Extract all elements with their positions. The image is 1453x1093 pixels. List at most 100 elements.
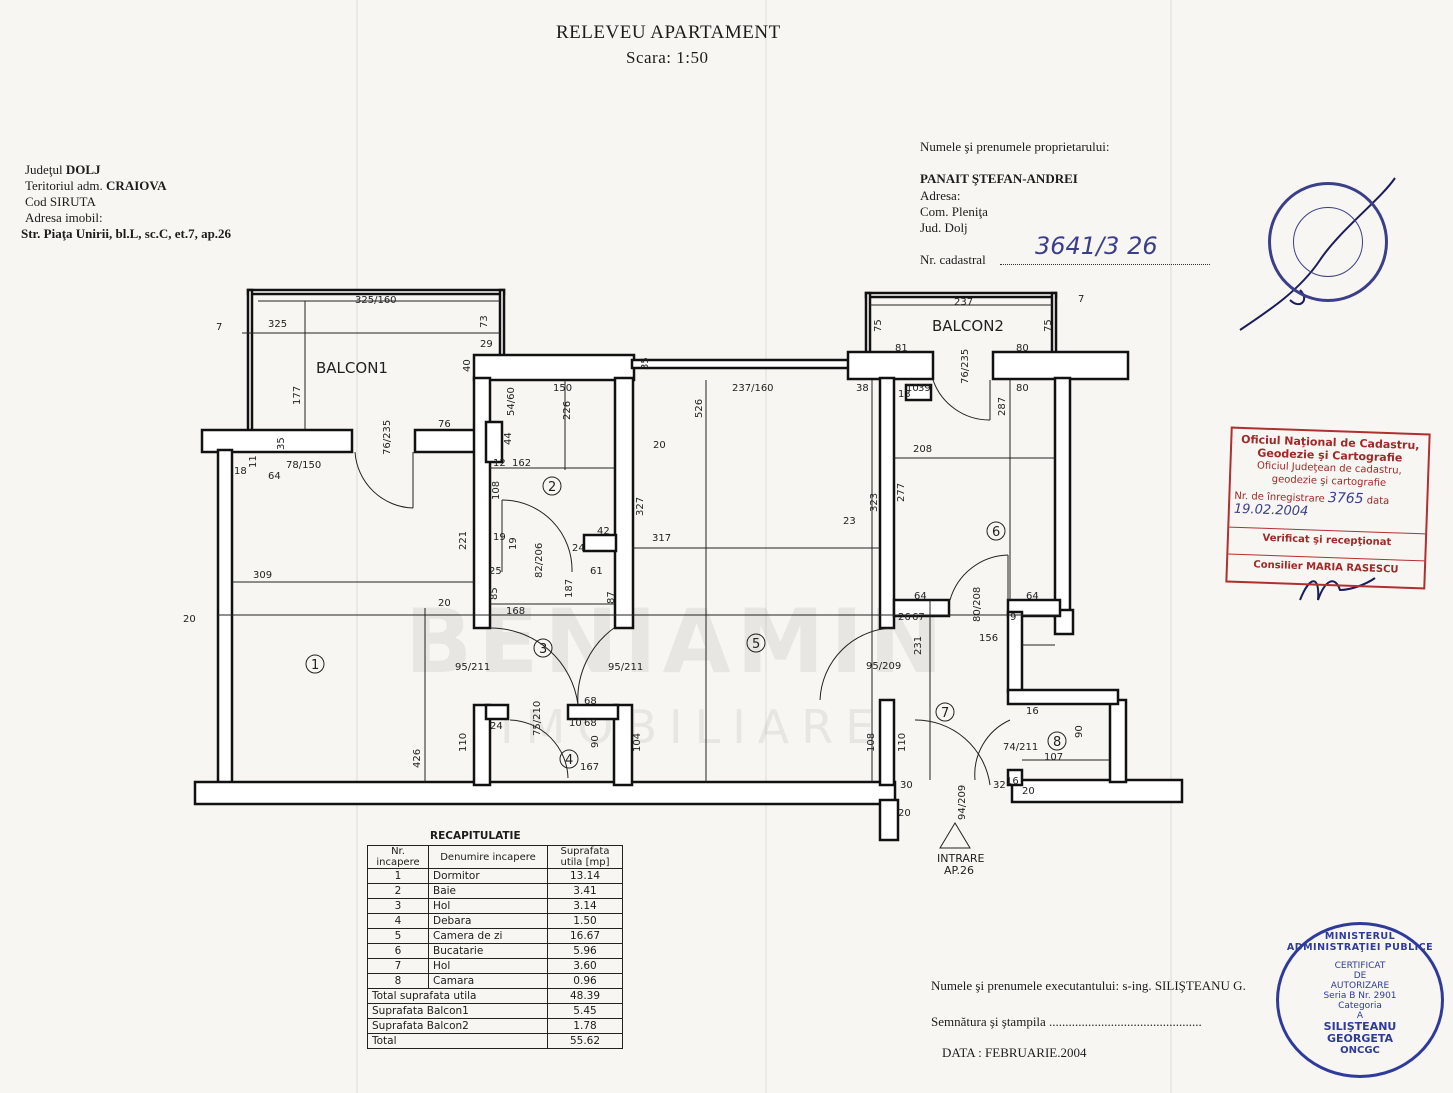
dim-text: 75 <box>1043 319 1054 332</box>
ministry-seal-line-1: CERTIFICAT <box>1334 961 1386 971</box>
dim-text: 54/60 <box>506 387 517 416</box>
adresa-label: Adresa imobil: <box>25 210 103 225</box>
dim-text: 26 <box>898 612 911 623</box>
balcony-1-label: BALCON1 <box>316 359 388 377</box>
ministry-seal-line-3: AUTORIZARE <box>1330 981 1390 991</box>
dim-text: 168 <box>506 606 525 617</box>
recap-area: 16.67 <box>547 928 623 944</box>
balcony-1 <box>242 288 506 442</box>
recap-area: 1.50 <box>547 913 623 929</box>
cadastral-line <box>1000 264 1210 265</box>
recap-nr: 4 <box>367 913 429 929</box>
dim-text: 24 <box>490 721 503 732</box>
balcony-2 <box>864 291 1058 355</box>
dim-text: 35 <box>276 437 287 450</box>
dim-text: 9 <box>1010 612 1016 623</box>
teritoriu-label: Teritoriul adm. <box>25 178 103 193</box>
dim-text: 187 <box>564 579 575 598</box>
room-8-number: 8 <box>1053 735 1061 750</box>
watermark-main: BENIAMIN <box>405 590 949 693</box>
recap-nr: 7 <box>367 958 429 974</box>
dim-text: 90 <box>1074 725 1085 738</box>
recap-total-area: 5.45 <box>547 1003 623 1019</box>
dim-text: 73 <box>479 315 490 328</box>
cadastru-seal <box>1268 182 1388 302</box>
dimension-texts: 325/160 7 325 73 29 40 35 177 76/235 76 … <box>183 294 1085 820</box>
recap-name: Bucatarie <box>428 943 548 959</box>
owner-com: Com. Pleniţa <box>920 204 988 219</box>
recap-nr: 6 <box>367 943 429 959</box>
interior-walls <box>472 376 1120 787</box>
recap-nr: 2 <box>367 883 429 899</box>
dim-text: 68 <box>584 718 597 729</box>
dim-text: 208 <box>913 444 932 455</box>
dim-text: 80/208 <box>972 587 983 622</box>
dim-text: 94/209 <box>957 785 968 820</box>
dim-text: 287 <box>997 397 1008 416</box>
dim-text: 95/211 <box>608 662 643 673</box>
dim-text: 104 <box>632 733 643 752</box>
room-1-number: 1 <box>311 658 319 673</box>
dim-text: 23 <box>843 516 856 527</box>
dim-text: 67 <box>912 612 925 623</box>
recap-name: Debara <box>428 913 548 929</box>
recap-area: 3.41 <box>547 883 623 899</box>
dim-text: 7 <box>1078 294 1084 305</box>
door-arcs <box>354 379 1011 786</box>
recap-area: 13.14 <box>547 868 623 884</box>
dimension-lines <box>218 380 1110 782</box>
dim-text: 30 <box>900 780 913 791</box>
dim-text: 80 <box>1016 383 1029 394</box>
dim-text: 42 <box>597 526 610 537</box>
owner-label: Numele şi prenumele proprietarului: <box>920 139 1110 154</box>
dim-text: 81 <box>895 343 908 354</box>
dim-text: 61 <box>590 566 603 577</box>
recap-name: Camera de zi <box>428 928 548 944</box>
dim-text: 85 <box>489 587 500 600</box>
dim-text: 309 <box>253 570 272 581</box>
dim-text: 20 <box>183 614 196 625</box>
teritoriu-value: CRAIOVA <box>106 178 167 193</box>
dim-text: 16 <box>1006 776 1019 787</box>
dim-text: 18 <box>234 466 247 477</box>
ministry-seal-line-9: ONCGC <box>1340 1045 1380 1056</box>
recap-table: Nr. incapere Denumire incapere Suprafata… <box>367 845 623 1049</box>
recap-header-name: Denumire incapere <box>428 845 548 869</box>
cadastral-label: Nr. cadastral <box>920 252 986 267</box>
paper-fold-mid <box>765 0 767 1093</box>
recap-name: Dormitor <box>428 868 548 884</box>
dim-text: 323 <box>869 493 880 512</box>
page-title: RELEVEU APARTAMENT <box>556 22 781 43</box>
cadastral-value: 3641/3 26 <box>1035 232 1158 260</box>
dim-text: 95/209 <box>866 661 901 672</box>
ocpi-date: 19.02.2004 <box>1233 501 1309 520</box>
recap-nr: 5 <box>367 928 429 944</box>
dim-text: 90 <box>590 735 601 748</box>
dim-text: 75 <box>873 319 884 332</box>
watermark-sub: IMOBILIARE <box>500 700 887 754</box>
room-6-number: 6 <box>992 525 1000 540</box>
recap-nr: 3 <box>367 898 429 914</box>
dim-text: 110 <box>458 733 469 752</box>
consilier-signature <box>1299 577 1376 601</box>
judet-label: Judeţul <box>25 162 63 177</box>
page-scale: Scara: 1:50 <box>626 48 709 67</box>
dim-text: 75/210 <box>532 701 543 736</box>
recap-header-nr: Nr. incapere <box>367 845 429 869</box>
dim-text: 162 <box>512 458 531 469</box>
entrance-label: INTRARE <box>937 852 985 865</box>
dim-text: 327 <box>635 497 646 516</box>
dim-text: 87 <box>606 591 617 604</box>
dim-text: 80 <box>1016 343 1029 354</box>
room-markers: 1 2 3 4 5 6 7 8 <box>305 476 1067 769</box>
dim-text: 44 <box>503 432 514 445</box>
recap-nr: 8 <box>367 973 429 989</box>
